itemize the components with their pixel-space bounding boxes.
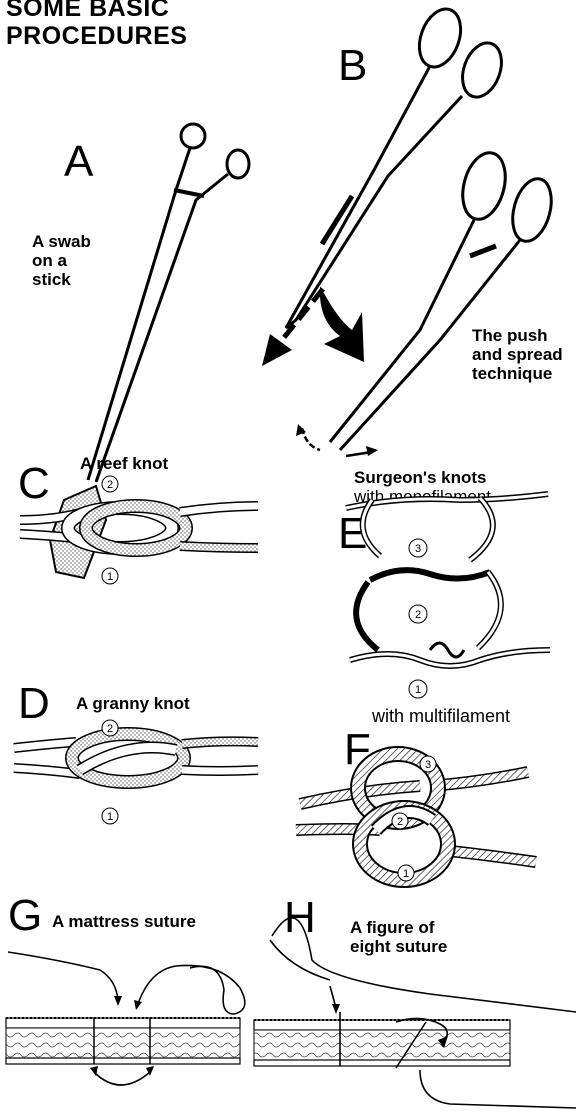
svg-text:1: 1 xyxy=(107,811,113,823)
granny-knot-drawing xyxy=(14,734,258,782)
monofilament-label-1: 1 xyxy=(409,680,427,698)
reef-knot-label-1: 1 xyxy=(102,568,118,584)
mattress-suture-drawing xyxy=(6,952,245,1085)
svg-text:2: 2 xyxy=(397,816,403,828)
scissors-ring-4-icon xyxy=(506,174,557,245)
reef-knot-label-2: 2 xyxy=(102,476,118,492)
svg-text:2: 2 xyxy=(107,479,113,491)
svg-text:1: 1 xyxy=(403,868,409,880)
spread-scissors-drawing xyxy=(296,148,558,456)
svg-text:2: 2 xyxy=(415,609,421,621)
multifilament-label-1: 1 xyxy=(398,865,414,881)
granny-knot-label-1: 1 xyxy=(102,808,118,824)
svg-text:2: 2 xyxy=(107,723,113,735)
multifilament-label-2: 2 xyxy=(392,813,408,829)
monofilament-label-3: 3 xyxy=(409,539,427,557)
scissors-ring-1-icon xyxy=(412,3,468,72)
granny-knot-label-2: 2 xyxy=(102,720,118,736)
forceps-ring-2-icon xyxy=(227,150,249,178)
curved-arrow-icon xyxy=(320,286,364,362)
svg-text:1: 1 xyxy=(107,571,113,583)
figure-eight-suture-drawing xyxy=(254,918,576,1108)
monofilament-knot-drawing xyxy=(346,494,550,666)
multifilament-label-3: 3 xyxy=(420,756,436,772)
scissors-ring-2-icon xyxy=(456,38,509,103)
svg-text:1: 1 xyxy=(415,684,421,696)
multifilament-knot-drawing xyxy=(296,754,536,880)
svg-text:3: 3 xyxy=(415,543,421,555)
monofilament-label-2: 2 xyxy=(409,605,427,623)
scissors-ring-3-icon xyxy=(456,148,512,224)
closed-scissors-drawing xyxy=(286,3,508,328)
push-arrow-icon xyxy=(262,289,323,366)
forceps-ring-1-icon xyxy=(181,124,205,148)
svg-text:3: 3 xyxy=(425,759,431,771)
